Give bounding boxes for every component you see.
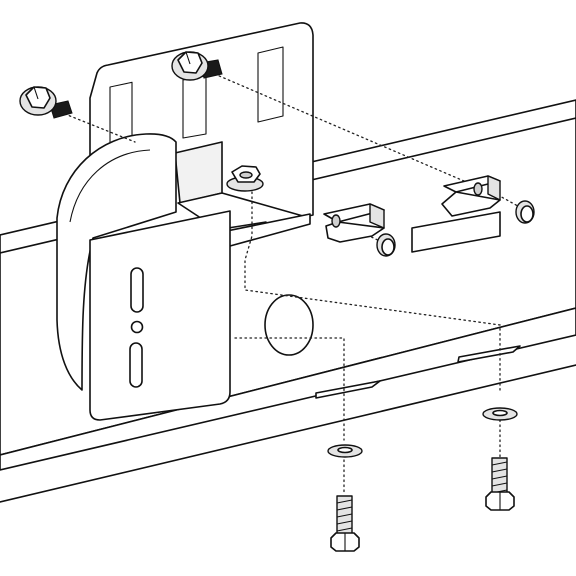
- front-plate-slot-upper: [130, 267, 144, 313]
- clip-left-hole: [331, 214, 341, 228]
- assembly-line-nut-left: [234, 337, 345, 441]
- flat-washer-right: [482, 407, 518, 421]
- rivet-cap-left-dome: [381, 238, 395, 256]
- mounting-bracket: [56, 22, 314, 421]
- flange-nut-bore: [239, 171, 253, 179]
- bracket-side-guard: [56, 133, 177, 391]
- thread-line: [336, 499, 353, 504]
- thread-line: [491, 468, 508, 473]
- rivet-cap-right-dome: [520, 205, 534, 223]
- washer-left-hole: [337, 446, 353, 454]
- thread-line: [336, 520, 353, 525]
- back-plate-slot-3: [257, 46, 284, 123]
- thread-line: [491, 475, 508, 480]
- bolt-1-hex-edge: [33, 86, 39, 100]
- assembly-line-bolt-2: [209, 71, 479, 188]
- front-plate-slot-lower: [129, 342, 143, 388]
- bracket-front-plate: [89, 210, 231, 421]
- thread-line: [336, 506, 353, 511]
- hex-bolt-right: [485, 457, 515, 511]
- hex-bolt-left: [330, 495, 360, 552]
- rivet-cap-right: [515, 200, 535, 224]
- thread-line: [491, 482, 508, 487]
- clip-right-hole: [473, 182, 483, 196]
- washer-right-hole: [492, 409, 508, 417]
- assembly-line-nut-right: [244, 181, 501, 391]
- front-plate-hole: [130, 320, 144, 334]
- rail-slot-left: [315, 380, 381, 399]
- clip-nut-right: [441, 175, 501, 217]
- side-guard-inner-edge: [69, 149, 151, 223]
- rail-lower-edge-line: [0, 364, 576, 503]
- clip-nut-left: [323, 203, 385, 243]
- flange-nut: [226, 165, 264, 192]
- thread-line: [336, 527, 353, 532]
- thread-line: [491, 461, 508, 466]
- flat-washer-left: [327, 444, 363, 458]
- rail-bottom-flange: [0, 307, 576, 471]
- bolt-2-hex-edge: [185, 51, 191, 65]
- assembly-line-bolt-1: [59, 111, 136, 143]
- rivet-cap-left: [376, 233, 396, 257]
- flange-bolt-left: [19, 86, 73, 119]
- flange-bolt-top: [171, 51, 223, 81]
- clip-right-bottom: [441, 191, 501, 217]
- spacer-plate: [411, 211, 501, 253]
- rail-round-hole: [264, 294, 314, 356]
- thread-line: [336, 513, 353, 518]
